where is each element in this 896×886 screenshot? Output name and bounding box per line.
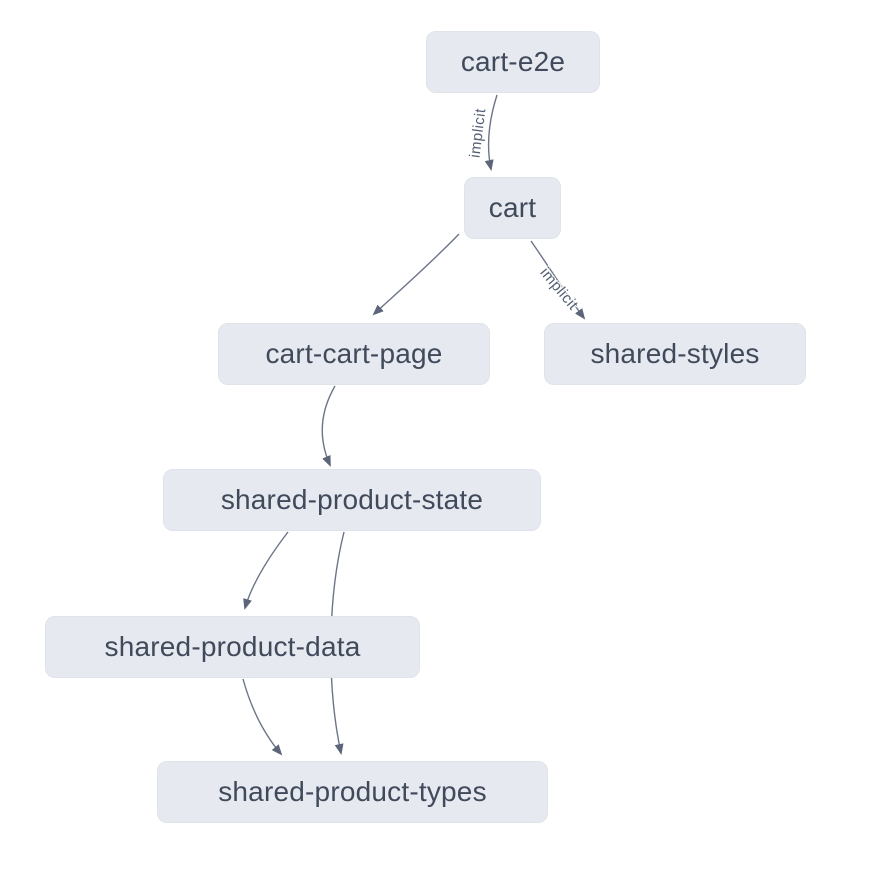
node-shared-product-state[interactable]: shared-product-state [163,469,541,531]
edge-cart-e2e-to-cart[interactable] [484,94,498,171]
node-cart-e2e[interactable]: cart-e2e [426,31,600,93]
edge-cart-to-shared-styles[interactable] [530,240,586,320]
node-shared-product-data[interactable]: shared-product-data [45,616,420,678]
node-shared-styles[interactable]: shared-styles [544,323,806,385]
edge-shared-product-data-to-shared-product-types[interactable] [242,678,283,756]
node-cart-cart-page[interactable]: cart-cart-page [218,323,490,385]
node-shared-product-types[interactable]: shared-product-types [157,761,548,823]
node-cart[interactable]: cart [464,177,561,239]
edge-cart-to-cart-cart-page[interactable] [372,233,460,316]
edge-shared-product-state-to-shared-product-data[interactable] [243,531,289,610]
edge-cart-cart-page-to-shared-product-state[interactable] [321,385,336,467]
